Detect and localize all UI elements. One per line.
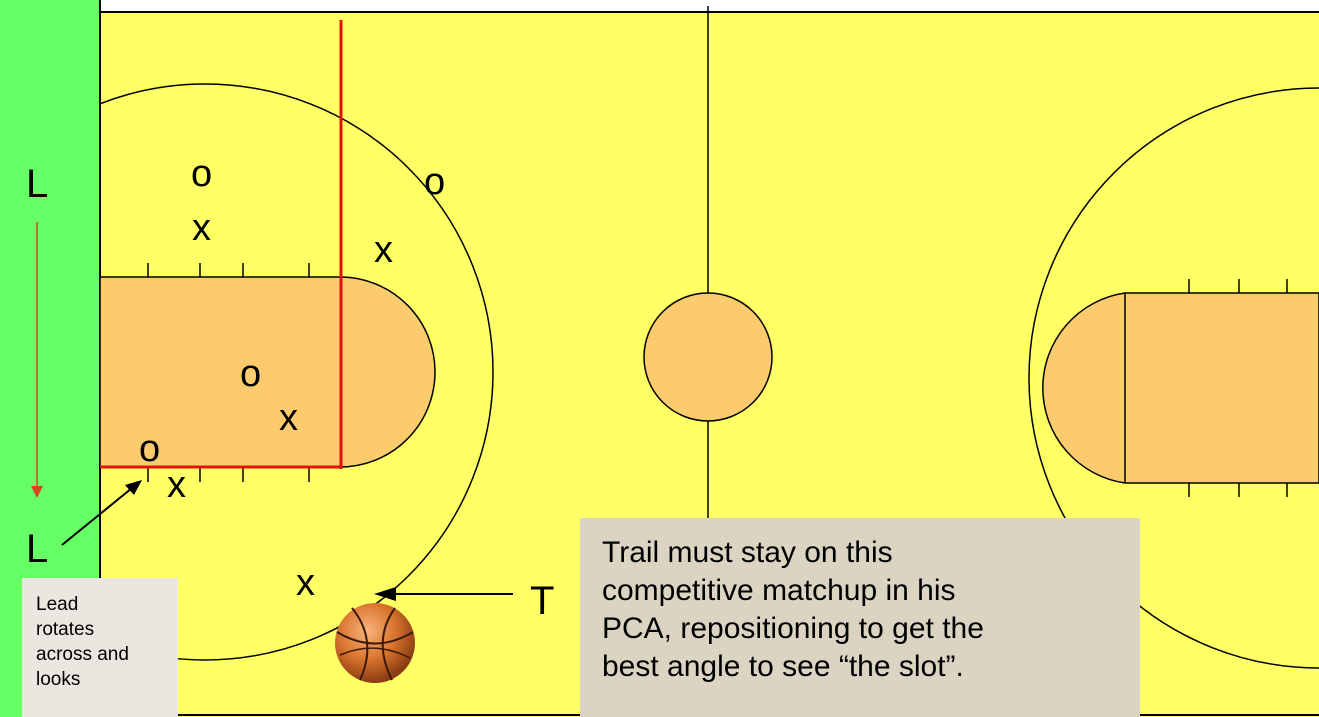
trail-note-line: PCA, repositioning to get the bbox=[602, 612, 984, 645]
trail-explanation-note: Trail must stay on this competitive matc… bbox=[580, 518, 1140, 717]
lead-note-line: rotates bbox=[36, 619, 95, 640]
trail-look-arrow bbox=[374, 587, 513, 601]
defense-player: x bbox=[296, 562, 315, 604]
lead-note-line: looks bbox=[36, 669, 81, 690]
trail-note-line: best angle to see “the slot”. bbox=[602, 650, 964, 683]
trail-official: T bbox=[530, 579, 554, 623]
trail-note-line: competitive matchup in his bbox=[602, 574, 956, 607]
center-circle bbox=[643, 292, 773, 422]
lead-note-line: across and bbox=[36, 644, 129, 665]
paint-left bbox=[99, 276, 436, 468]
defense-player: x bbox=[167, 464, 186, 506]
offense-player: o bbox=[191, 153, 212, 195]
lead-note-line: Lead bbox=[36, 594, 79, 615]
defense-player: x bbox=[192, 207, 211, 249]
lane-marks-right-top bbox=[1188, 279, 1288, 293]
lead-look-arrow bbox=[61, 480, 142, 546]
lead-official-start: L bbox=[26, 162, 48, 206]
offense-player: o bbox=[424, 161, 445, 203]
trail-note-line: Trail must stay on this bbox=[602, 536, 893, 569]
lead-rotation-arrow bbox=[31, 222, 43, 498]
lane-marks-right-bottom bbox=[1188, 483, 1288, 497]
offense-player: o bbox=[139, 428, 160, 470]
lead-explanation-note: Lead rotates across and looks bbox=[22, 578, 178, 717]
three-point-arc-right bbox=[1028, 87, 1319, 669]
paint-right bbox=[1042, 292, 1319, 484]
lane-marks-left-top bbox=[147, 263, 310, 277]
three-point-arc-left bbox=[100, 83, 494, 661]
basketball-icon bbox=[335, 603, 415, 683]
lane-marks-left-bottom bbox=[147, 467, 310, 482]
defense-player: x bbox=[374, 229, 393, 271]
defense-player: x bbox=[279, 397, 298, 439]
lead-official-end: L bbox=[26, 527, 48, 571]
offense-player: o bbox=[240, 353, 261, 395]
